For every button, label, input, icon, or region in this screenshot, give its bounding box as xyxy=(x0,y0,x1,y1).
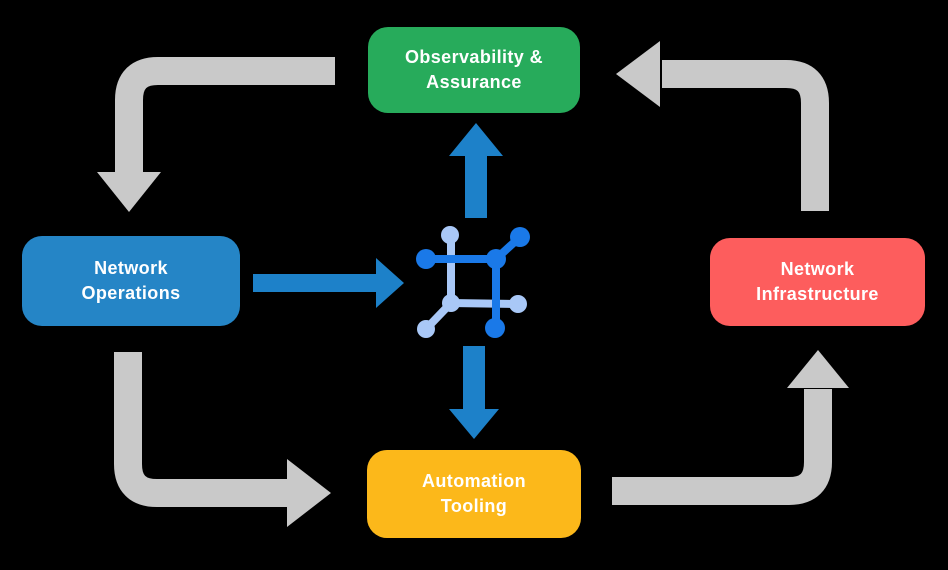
arrow-infrastructure-to-observability xyxy=(616,41,829,211)
node-label-line: Infrastructure xyxy=(756,284,879,304)
node-automation-tooling: Automation Tooling xyxy=(367,450,581,538)
node-label-line: Tooling xyxy=(440,496,508,516)
node-network-operations: Network Operations xyxy=(22,236,240,326)
arrow-operations-to-center xyxy=(253,258,404,308)
node-label-line: Network xyxy=(780,259,855,279)
node-network-infrastructure: Network Infrastructure xyxy=(710,238,925,326)
network-grid-icon xyxy=(416,226,530,338)
arrow-automation-to-infrastructure xyxy=(612,350,849,505)
node-label-line: Network xyxy=(94,258,168,278)
node-label-line: Assurance xyxy=(426,72,522,92)
node-label-line: Operations xyxy=(81,283,181,303)
node-label-line: Automation xyxy=(422,471,526,491)
arrow-center-to-observability xyxy=(449,123,503,218)
node-observability-assurance: Observability & Assurance xyxy=(368,27,580,113)
arrow-observability-to-operations xyxy=(97,57,335,212)
arrow-center-to-automation xyxy=(449,346,499,439)
arrow-operations-to-automation xyxy=(114,352,331,527)
node-label-line: Observability & xyxy=(404,47,544,67)
